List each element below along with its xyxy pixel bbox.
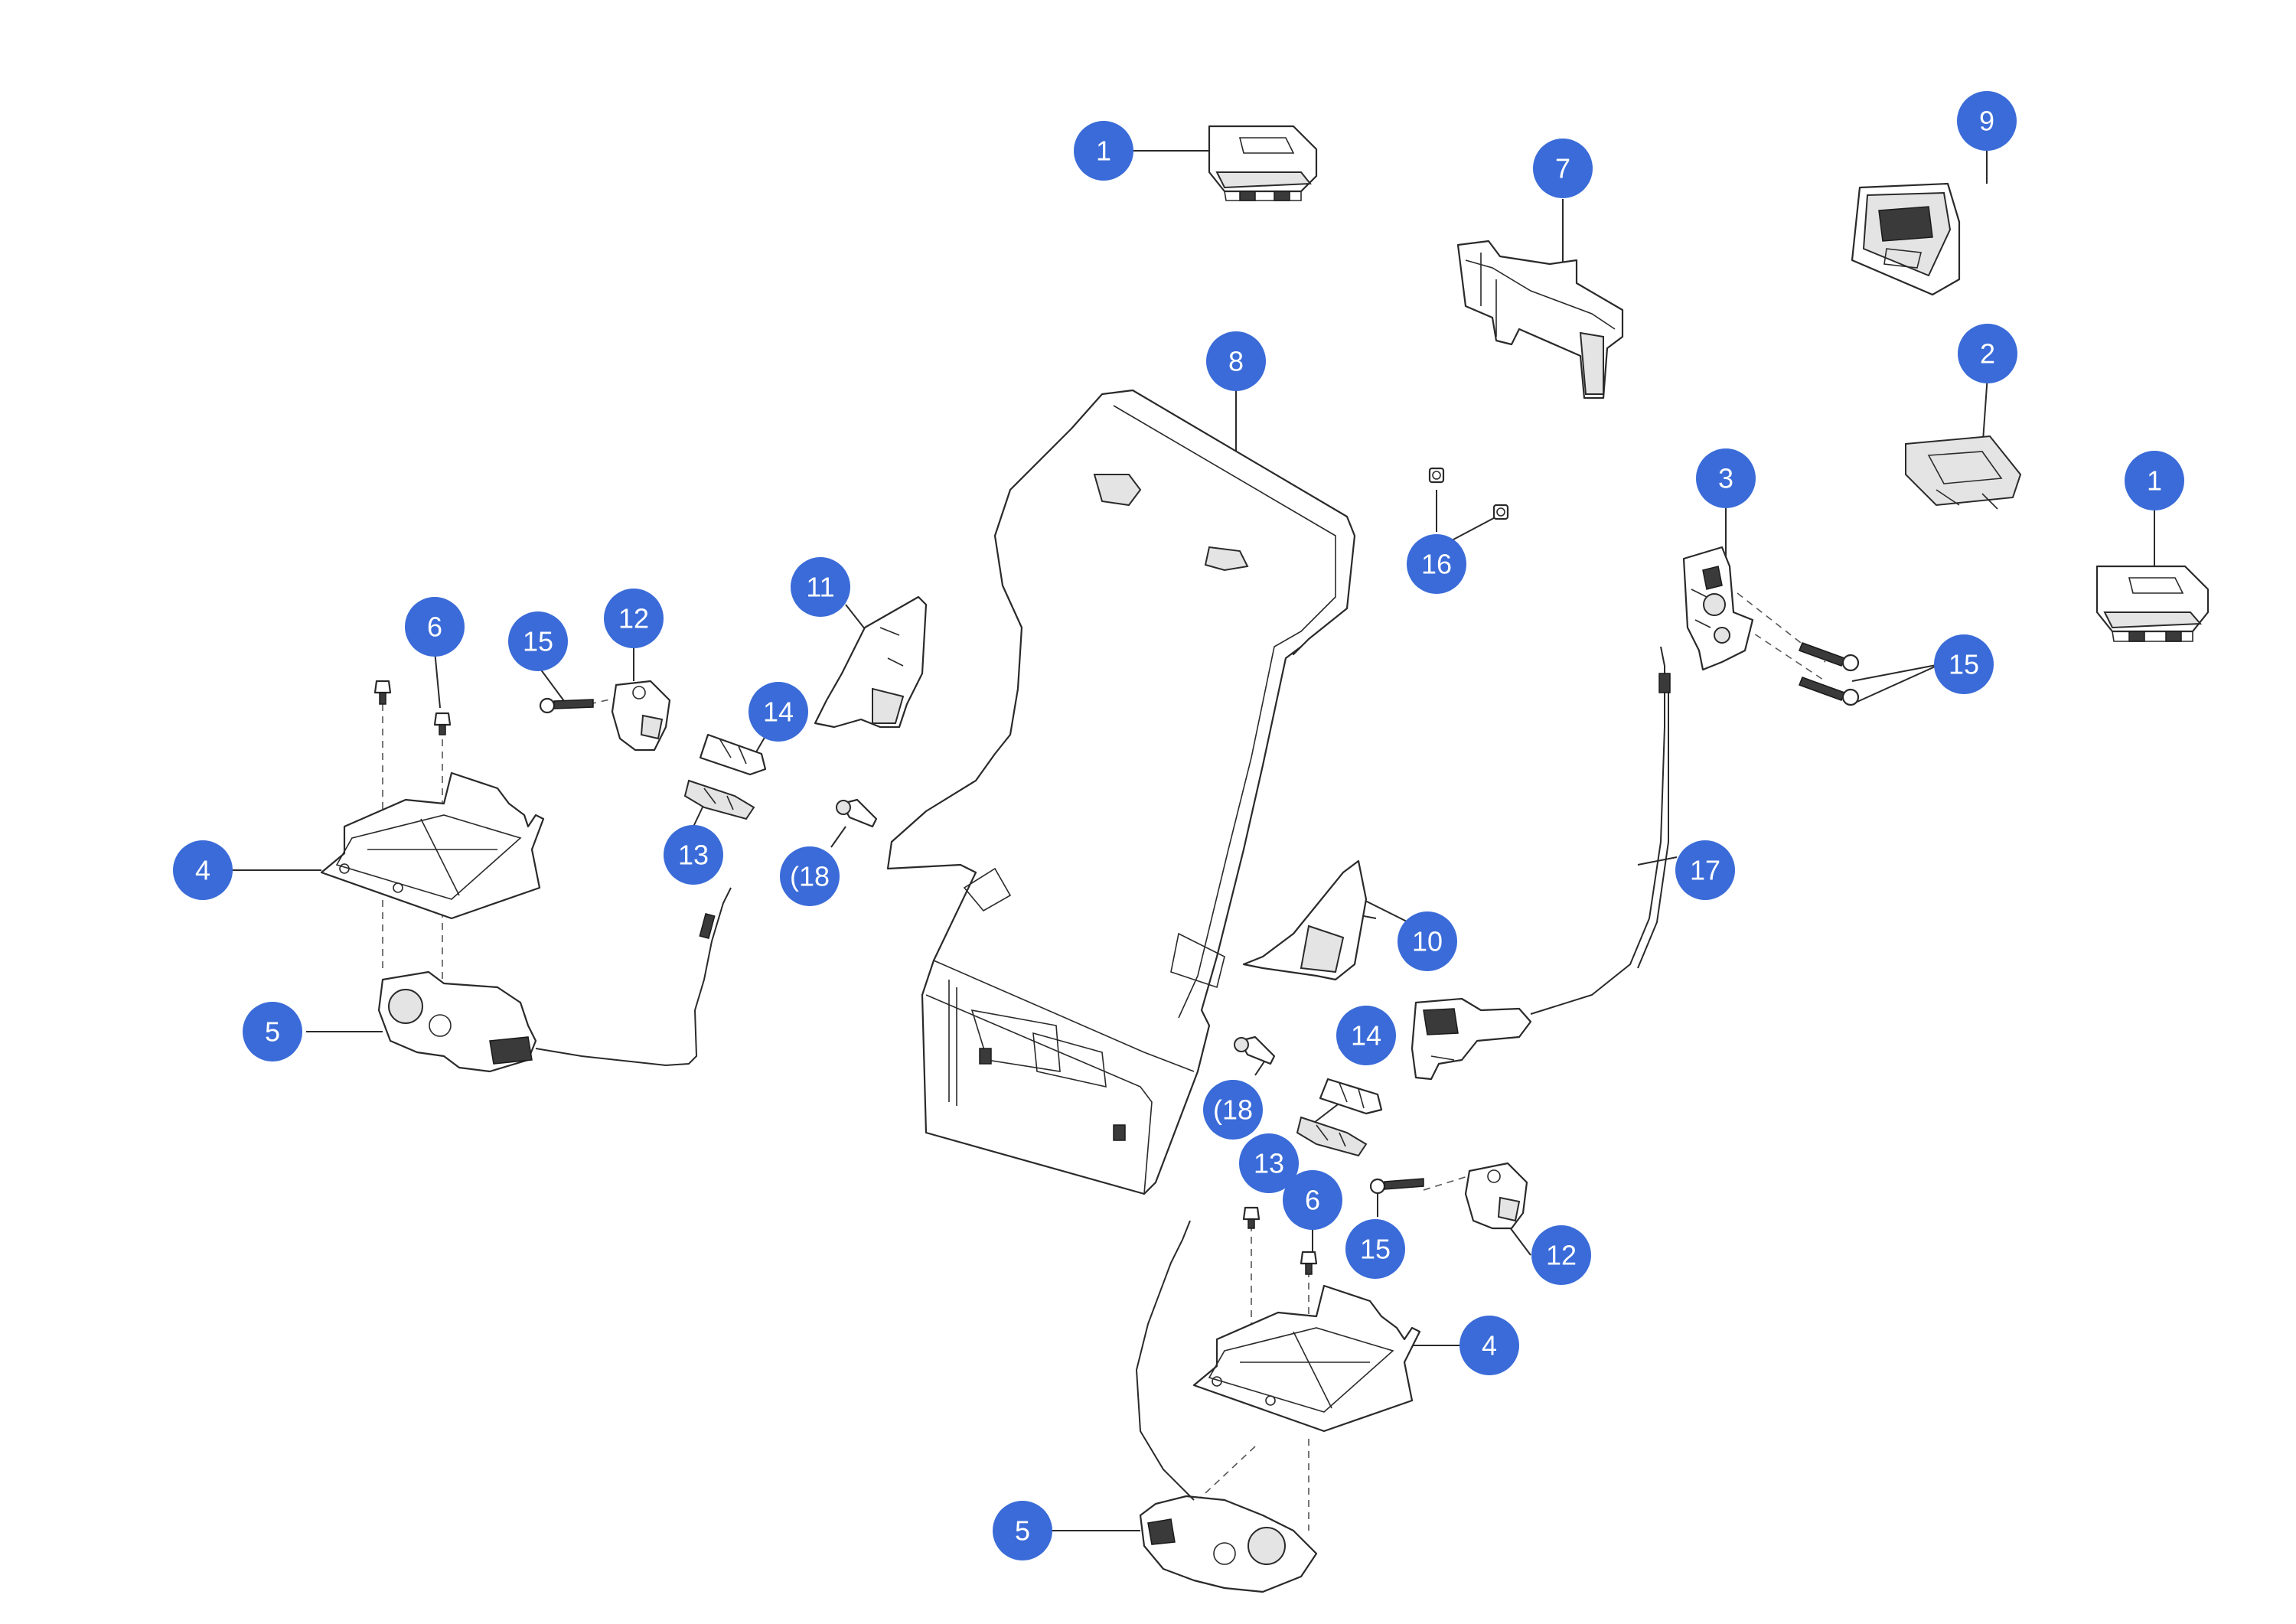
part-14-clip-left — [699, 733, 767, 776]
callout-label: 10 — [1412, 926, 1443, 957]
part-2-bezel — [1905, 435, 2022, 510]
callout-4-left: 4 — [173, 840, 233, 900]
callout-label: 16 — [1421, 549, 1452, 580]
part-4-plate-left — [320, 771, 545, 920]
part-5-motor-right — [1135, 1220, 1318, 1593]
part-14-clip-right — [1319, 1078, 1383, 1115]
callout-4-right: 4 — [1459, 1316, 1519, 1375]
callout-12-right: 12 — [1531, 1225, 1591, 1285]
part-8-seat-frame — [886, 389, 1356, 1195]
callout-13-left: 13 — [664, 825, 723, 885]
callout-label: 4 — [195, 855, 210, 886]
callout-label: 7 — [1555, 153, 1570, 184]
part-1-switch-top — [1208, 125, 1318, 201]
callout-label: 6 — [427, 611, 442, 643]
callout-label: 1 — [1096, 135, 1111, 167]
callout-label: 15 — [1360, 1234, 1391, 1265]
part-12-cam-left — [611, 680, 671, 752]
callout-7: 7 — [1533, 139, 1593, 198]
callout-label: (18 — [1213, 1094, 1253, 1126]
cable-end-left — [694, 887, 732, 1011]
part-13-clip-right — [1296, 1116, 1368, 1157]
callout-label: 6 — [1305, 1185, 1320, 1216]
part-3-latch — [1682, 546, 1754, 671]
callout-3: 3 — [1696, 448, 1756, 508]
callout-label: 4 — [1482, 1330, 1497, 1361]
part-15-screw-bottom — [1369, 1178, 1424, 1195]
callout-label: 9 — [1979, 106, 1994, 137]
part-18-bolt-right — [1234, 1035, 1276, 1065]
callout-label: 5 — [265, 1016, 280, 1048]
callout-label: 15 — [1949, 649, 1979, 680]
part-11-bracket — [814, 595, 928, 729]
callout-2: 2 — [1958, 324, 2017, 383]
callout-label: 12 — [618, 603, 649, 634]
callout-1-right: 1 — [2125, 451, 2184, 510]
part-15-screw-left — [539, 697, 594, 714]
callout-5-left: 5 — [243, 1002, 302, 1061]
callout-10: 10 — [1397, 911, 1457, 971]
part-16-nuts — [1428, 467, 1509, 520]
part-4-plate-right — [1192, 1284, 1421, 1433]
part-12-cam-right — [1464, 1162, 1528, 1230]
callout-label: 14 — [763, 696, 794, 728]
part-1-switch-right — [2095, 565, 2210, 642]
part-7-bracket — [1456, 240, 1624, 399]
part-13-clip-left — [683, 779, 755, 820]
callout-14-left: 14 — [748, 682, 808, 742]
callout-label: 1 — [2147, 465, 2162, 497]
part-5-motor-left — [377, 970, 698, 1073]
callout-13-right: 13 — [1239, 1133, 1299, 1193]
callout-1-top: 1 — [1074, 121, 1133, 181]
callout-15-right: 15 — [1934, 634, 1994, 694]
callout-9: 9 — [1957, 91, 2017, 151]
callout-label: 5 — [1015, 1515, 1030, 1547]
part-6-bolts-left — [373, 680, 452, 735]
part-9-module — [1851, 182, 1961, 296]
part-15-screws-right — [1799, 642, 1860, 706]
callout-label: 11 — [806, 572, 834, 603]
callout-label: 17 — [1690, 855, 1720, 886]
callout-8: 8 — [1206, 331, 1266, 391]
part-6-bolts-right — [1242, 1206, 1318, 1275]
callout-label: 8 — [1228, 346, 1244, 377]
callout-label: 14 — [1351, 1020, 1381, 1052]
callout-6-left: 6 — [405, 597, 465, 657]
callout-label: 12 — [1546, 1240, 1577, 1271]
part-18-bolt-left — [836, 798, 878, 828]
callout-18-right: (18 — [1203, 1080, 1263, 1140]
callout-label: 2 — [1980, 338, 1995, 370]
callout-6-right: 6 — [1283, 1170, 1342, 1230]
callout-label: (18 — [790, 861, 830, 892]
callout-5-right: 5 — [993, 1501, 1052, 1560]
callout-label: 15 — [523, 626, 553, 657]
callout-label: 13 — [678, 840, 709, 871]
callout-14-right: 14 — [1336, 1006, 1396, 1065]
callout-label: 13 — [1254, 1148, 1284, 1179]
part-17-cable — [1411, 646, 1671, 1081]
callout-16: 16 — [1407, 534, 1466, 594]
part-10-bracket — [1242, 859, 1368, 981]
callout-11: 11 — [791, 557, 850, 617]
callout-12-left: 12 — [604, 589, 664, 648]
callout-17: 17 — [1675, 840, 1735, 900]
callout-15-left: 15 — [508, 611, 568, 671]
callout-18-left: (18 — [780, 846, 840, 906]
callout-15-bottom: 15 — [1345, 1219, 1405, 1279]
callout-label: 3 — [1718, 463, 1733, 494]
